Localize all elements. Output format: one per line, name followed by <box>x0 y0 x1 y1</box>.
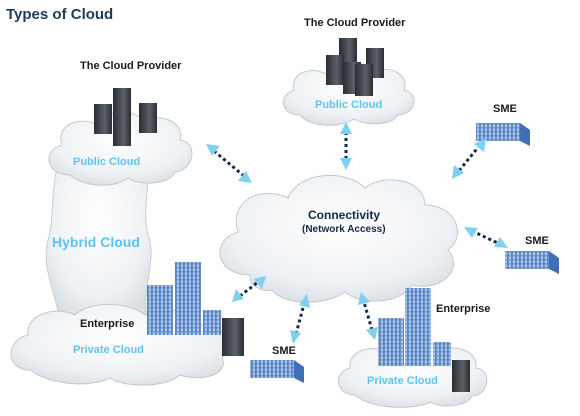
enterprise-left-label: Enterprise <box>80 318 135 330</box>
public-cloud-top-shape <box>283 62 415 126</box>
arrow-sme-bottom-to-connectivity <box>290 294 310 344</box>
private-cloud-left-label: Private Cloud <box>73 344 144 356</box>
connectivity-cloud-shape <box>219 174 459 303</box>
server-cluster-top-icon <box>326 38 384 96</box>
enterprise-right-buildings-icon <box>378 288 470 392</box>
arrow-enterprise-left-to-connectivity <box>232 276 266 302</box>
sme-right-label: SME <box>525 235 549 247</box>
public-cloud-top-label: Public Cloud <box>315 99 383 111</box>
sme-right-building-icon <box>505 251 559 274</box>
sme-bottom-building-icon <box>250 360 304 383</box>
diagram-title: Types of Cloud <box>6 6 114 23</box>
sme-bottom-label: SME <box>272 345 296 357</box>
arrow-enterprise-right-to-connectivity <box>358 292 378 340</box>
arrow-sme-right-to-connectivity <box>464 227 508 248</box>
arrow-sme-top-to-connectivity <box>452 138 486 179</box>
arrow-public-top-to-connectivity <box>340 122 352 170</box>
provider-top-label: The Cloud Provider <box>304 17 406 29</box>
sme-top-building-icon <box>476 123 530 146</box>
provider-left-label: The Cloud Provider <box>80 60 182 72</box>
hybrid-cloud-label: Hybrid Cloud <box>52 234 140 250</box>
arrow-public-left-to-connectivity <box>206 144 252 183</box>
private-cloud-right-label: Private Cloud <box>367 375 438 387</box>
network-access-label: (Network Access) <box>302 224 386 235</box>
server-cluster-left-icon <box>94 88 157 146</box>
sme-top-label: SME <box>493 103 517 115</box>
enterprise-left-buildings-icon <box>147 262 244 356</box>
connectivity-label: Connectivity <box>308 208 381 222</box>
public-cloud-left-label: Public Cloud <box>73 156 141 168</box>
enterprise-right-label: Enterprise <box>436 303 491 315</box>
connection-arrows <box>206 122 508 344</box>
